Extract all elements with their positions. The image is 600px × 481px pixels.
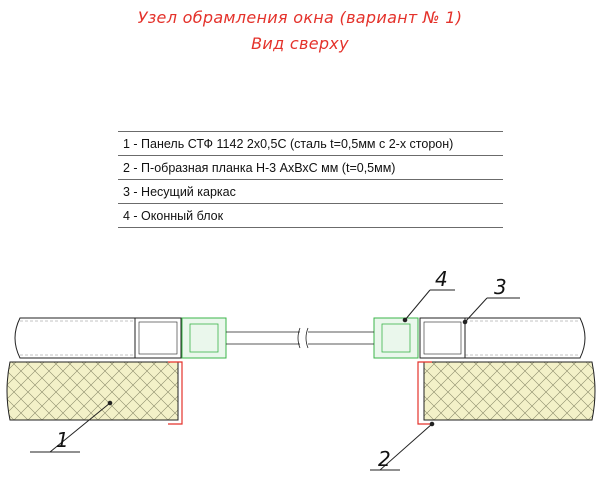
left-frame (14, 317, 182, 359)
callout-4: 4 (435, 267, 448, 291)
callout-3: 3 (494, 275, 507, 299)
right-panel (423, 361, 596, 421)
callout-2: 2 (378, 447, 391, 471)
flashing-left (168, 361, 183, 425)
legend-item-1: 1 - Панель СТФ 1142 2х0,5С (сталь t=0,5м… (118, 131, 503, 156)
callout-1: 1 (56, 428, 69, 452)
legend-row: 3 - Несущий каркас (118, 179, 503, 204)
legend-row: 4 - Оконный блок (118, 203, 503, 228)
legend-row: 2 - П-образная планка Н-3 АхВхС мм (t=0,… (118, 155, 503, 180)
legend-item-3: 3 - Несущий каркас (118, 179, 503, 204)
right-frame (419, 317, 586, 359)
callout-leaders (30, 289, 520, 471)
legend-row: 1 - Панель СТФ 1142 2х0,5С (сталь t=0,5м… (118, 131, 503, 156)
legend-item-2: 2 - П-образная планка Н-3 АхВхС мм (t=0,… (118, 155, 503, 180)
drawing-title: Узел обрамления окна (вариант № 1) (137, 8, 463, 27)
legend-table: 1 - Панель СТФ 1142 2х0,5С (сталь t=0,5м… (118, 131, 503, 228)
drawing-subtitle: Вид сверху (251, 34, 349, 53)
flashing-right (417, 361, 432, 425)
window-block (181, 317, 419, 359)
left-panel (6, 361, 179, 421)
legend-item-4: 4 - Оконный блок (118, 203, 503, 228)
